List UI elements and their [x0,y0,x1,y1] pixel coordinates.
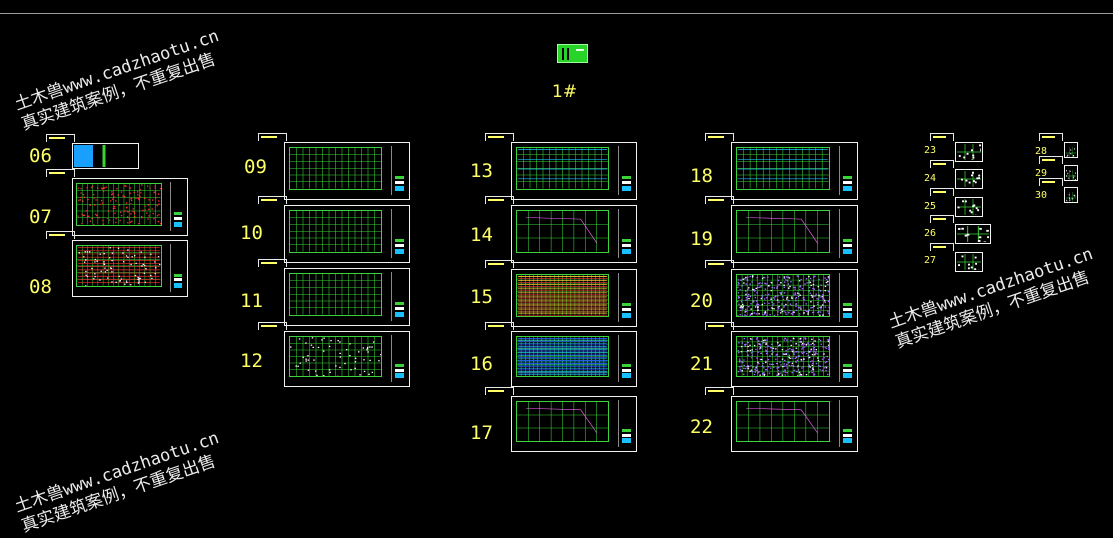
sheet-number-label: 07 [29,208,52,227]
sheet-number-label: 21 [690,355,713,374]
sheet-number-label: 19 [690,230,713,249]
sheet-number-label: 15 [470,288,493,307]
sheet-title-tag [1039,178,1063,186]
drawing-sheet-30[interactable] [1064,187,1078,203]
drawing-sheet-15[interactable] [511,269,637,327]
sheet-number-label: 16 [470,355,493,374]
drawing-sheet-22[interactable] [731,396,858,452]
sheet-title-tag [46,231,75,239]
sheet-number-label: 25 [924,202,936,212]
sheet-title-tag [705,260,734,268]
sheet-number-label: 30 [1035,191,1047,201]
drawing-sheet-25[interactable] [955,197,983,217]
sheet-title-tag [705,322,734,330]
sheet-number-label: 23 [924,146,936,156]
sheet-title-tag [485,133,514,141]
sheet-title-tag [705,196,734,204]
drawing-sheet-17[interactable] [511,396,637,452]
viewport-top-border [0,13,1113,14]
sheet-title-tag [930,188,954,196]
sheet-number-label: 12 [240,352,263,371]
drawing-sheet-09[interactable] [284,142,410,200]
sheet-number-label: 10 [240,224,263,243]
drawing-sheet-16[interactable] [511,331,637,387]
sheet-number-label: 27 [924,256,936,266]
sheet-title-tag [1039,156,1063,164]
drawing-sheet-07[interactable] [72,178,188,236]
sheet-number-label: 22 [690,418,713,437]
sheet-number-label: 11 [240,292,263,311]
sheet-number-label: 09 [244,158,267,177]
project-logo [557,44,588,63]
drawing-sheet-14[interactable] [511,205,637,263]
sheet-number-label: 17 [470,424,493,443]
drawing-sheet-10[interactable] [284,205,410,263]
sheet-title-tag [485,322,514,330]
sheet-number-label: 26 [924,229,936,239]
drawing-sheet-29[interactable] [1064,165,1078,181]
drawing-sheet-28[interactable] [1064,142,1078,158]
drawing-sheet-23[interactable] [955,142,983,162]
sheet-title-tag [485,196,514,204]
sheet-number-label: 13 [470,162,493,181]
sheet-number-label: 14 [470,226,493,245]
drawing-sheet-12[interactable] [284,331,410,387]
sheet-title-tag [930,133,954,141]
sheet-title-tag [1039,133,1063,141]
drawing-sheet-20[interactable] [731,269,858,327]
sheet-title-tag [930,160,954,168]
sheet-title-tag [930,243,954,251]
sheet-number-label: 20 [690,292,713,311]
sheet-title-tag [485,260,514,268]
drawing-sheet-06[interactable] [72,143,139,169]
drawing-sheet-13[interactable] [511,142,637,200]
sheet-number-label: 06 [29,147,52,166]
sheet-title-tag [46,169,75,177]
sheet-number-label: 18 [690,167,713,186]
drawing-sheet-19[interactable] [731,205,858,263]
drawing-sheet-11[interactable] [284,268,410,326]
drawing-sheet-08[interactable] [72,240,188,297]
sheet-title-tag [705,133,734,141]
sheet-title-tag [258,259,287,267]
sheet-title-tag [485,387,514,395]
building-title: 1# [552,82,577,102]
sheet-number-label: 24 [924,174,936,184]
sheet-title-tag [705,387,734,395]
drawing-sheet-26[interactable] [955,224,991,244]
drawing-sheet-24[interactable] [955,169,983,189]
drawing-sheet-18[interactable] [731,142,858,200]
sheet-title-tag [258,133,287,141]
sheet-number-label: 08 [29,278,52,297]
drawing-sheet-27[interactable] [955,252,983,272]
sheet-title-tag [258,322,287,330]
sheet-title-tag [930,215,954,223]
sheet-title-tag [258,196,287,204]
sheet-title-tag [46,134,75,142]
drawing-sheet-21[interactable] [731,331,858,387]
